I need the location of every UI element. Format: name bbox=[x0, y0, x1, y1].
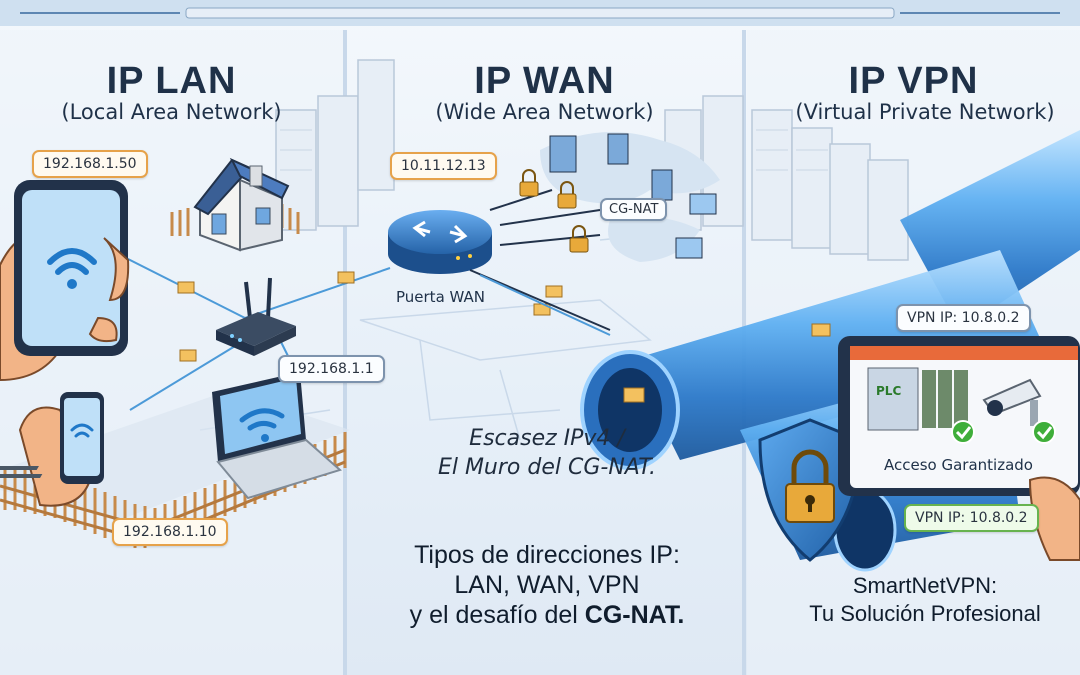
small-phone-illustration bbox=[18, 392, 104, 507]
cgnat-note-line1: Escasez IPv4 / bbox=[469, 426, 625, 451]
wan-links bbox=[469, 189, 611, 331]
lan-subtitle: (Local Area Network) bbox=[61, 100, 282, 124]
lan-router-illustration bbox=[216, 277, 296, 356]
summary-line3: y el desafío del CG-NAT. bbox=[352, 600, 742, 630]
vpn-ip-tag-top: VPN IP: 10.8.0.2 bbox=[896, 304, 1031, 332]
top-decorative-bar bbox=[0, 0, 1080, 26]
summary-line2: LAN, WAN, VPN bbox=[454, 571, 640, 599]
cgnat-tag: CG-NAT bbox=[600, 198, 668, 221]
vpn-ip-tag-bottom: VPN IP: 10.8.0.2 bbox=[904, 504, 1039, 532]
wan-gateway-label: Puerta WAN bbox=[396, 288, 486, 306]
wan-router-ip-tag: 10.11.12.13 bbox=[390, 152, 497, 180]
tablet-illustration bbox=[838, 336, 1080, 496]
brand-line2: Tu Solución Profesional bbox=[809, 601, 1041, 626]
wan-title: IP WAN bbox=[474, 60, 615, 102]
summary-line1: Tipos de direcciones IP: bbox=[414, 541, 680, 569]
phone-hand-illustration bbox=[0, 180, 130, 382]
summary-line3-prefix: y el desafío del bbox=[409, 601, 585, 629]
wan-router-illustration bbox=[388, 210, 492, 274]
brand-line1: SmartNetVPN: bbox=[852, 573, 998, 598]
server-rack-lines bbox=[280, 129, 828, 171]
plc-label: PLC bbox=[876, 384, 902, 398]
vpn-title: IP VPN bbox=[848, 60, 979, 102]
brand-block: SmartNetVPN: Tu Solución Profesional bbox=[770, 572, 1080, 628]
summary-block: Tipos de direcciones IP: LAN, WAN, VPN y… bbox=[352, 540, 742, 630]
lan-title: IP LAN bbox=[106, 60, 237, 102]
wan-subtitle: (Wide Area Network) bbox=[435, 100, 654, 124]
envelope-icon bbox=[177, 271, 563, 362]
phone-ip-tag: 192.168.1.50 bbox=[32, 150, 148, 178]
cgnat-note-line2: El Muro del CG-NAT. bbox=[437, 455, 657, 480]
check-icon bbox=[951, 420, 1056, 444]
router-ip-tag: 192.168.1.1 bbox=[278, 355, 385, 383]
laptop-ip-tag: 192.168.1.10 bbox=[112, 518, 228, 546]
summary-line3-bold: CG-NAT. bbox=[584, 601, 685, 629]
cgnat-note: Escasez IPv4 / El Muro del CG-NAT. bbox=[352, 424, 742, 482]
access-label: Acceso Garantizado bbox=[884, 456, 1033, 474]
laptop-illustration bbox=[0, 372, 343, 500]
padlock-icon bbox=[519, 169, 589, 253]
wan-blue-links bbox=[479, 274, 611, 336]
house-illustration bbox=[193, 157, 290, 252]
vpn-subtitle: (Virtual Private Network) bbox=[795, 100, 1055, 124]
